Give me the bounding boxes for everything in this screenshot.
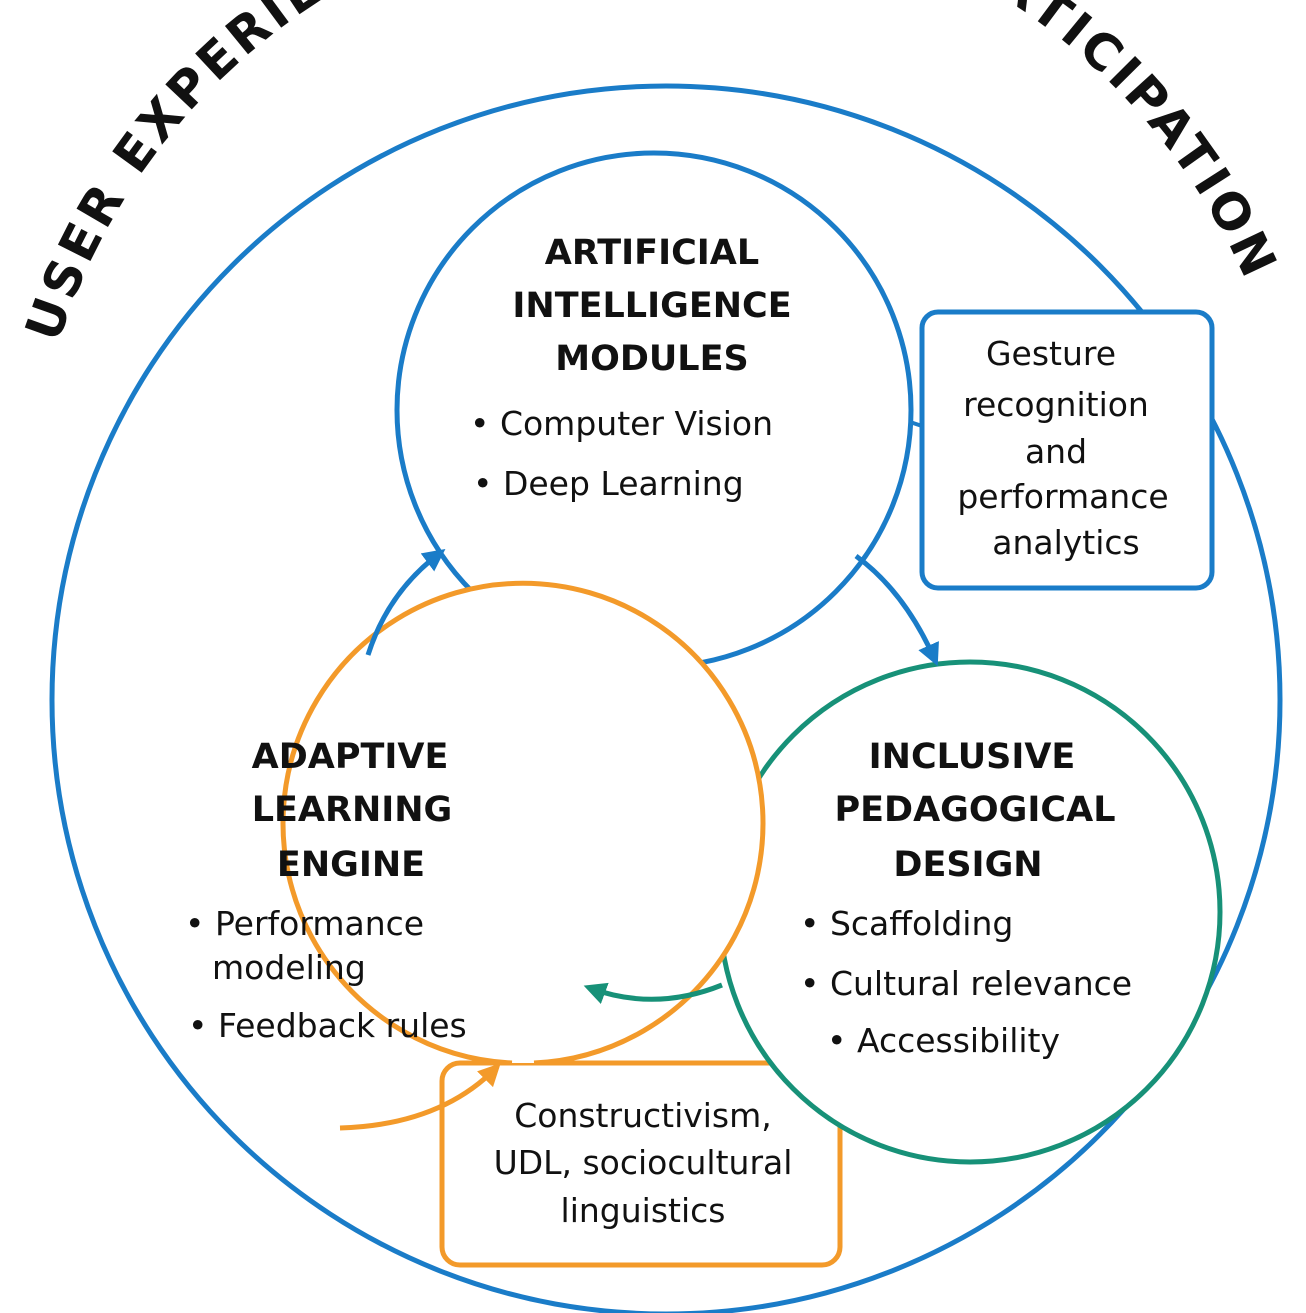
pedagogy-bullet-accessibility: • Accessibility [827, 1021, 1060, 1060]
callout-line-2: recognition [963, 385, 1149, 424]
arrow-pedagogy-to-adaptive [583, 982, 723, 1005]
adaptive-heading-line-2: LEARNING [252, 790, 453, 830]
ai-heading-line-2: INTELLIGENCE [512, 286, 791, 326]
arrow-adaptive-to-ai [365, 548, 446, 656]
adaptive-bullet-feedback: • Feedback rules [188, 1006, 467, 1045]
pedagogy-heading-line-1: INCLUSIVE [869, 737, 1076, 777]
pedagogy-heading-line-2: PEDAGOGICAL [834, 790, 1115, 830]
ai-bullet-computer-vision: • Computer Vision [470, 404, 773, 443]
pedagogy-bullet-cultural: • Cultural relevance [800, 964, 1132, 1003]
theory-line-3: linguistics [561, 1191, 726, 1230]
adaptive-engine-circle [280, 580, 766, 1066]
adaptive-heading-line-3: ENGINE [277, 845, 425, 885]
outer-community-circle [49, 83, 1283, 1313]
gesture-callout-box [919, 309, 1215, 591]
callout-line-3: and [1025, 432, 1087, 471]
ai-heading-line-3: MODULES [555, 339, 748, 379]
adaptive-bullet-performance: • Performance [185, 904, 424, 943]
pedagogy-bullet-scaffolding: • Scaffolding [800, 904, 1013, 943]
pedagogy-heading-line-3: DESIGN [893, 845, 1042, 885]
callout-line-4: performance [957, 477, 1168, 516]
callout-line-1: Gesture [986, 334, 1116, 373]
theory-line-1: Constructivism, [514, 1096, 772, 1135]
ai-bullet-deep-learning: • Deep Learning [473, 464, 744, 503]
arrow-ai-to-pedagogy [854, 553, 939, 667]
theory-line-2: UDL, sociocultural [494, 1143, 793, 1182]
adaptive-bullet-performance-cont: modeling [212, 948, 366, 987]
theory-box [439, 1060, 843, 1268]
ai-heading-line-1: ARTIFICIAL [545, 233, 759, 273]
callout-line-5: analytics [992, 523, 1140, 562]
arrow-theory-to-adaptive [339, 1063, 501, 1131]
adaptive-heading-line-1: ADAPTIVE [252, 737, 449, 777]
